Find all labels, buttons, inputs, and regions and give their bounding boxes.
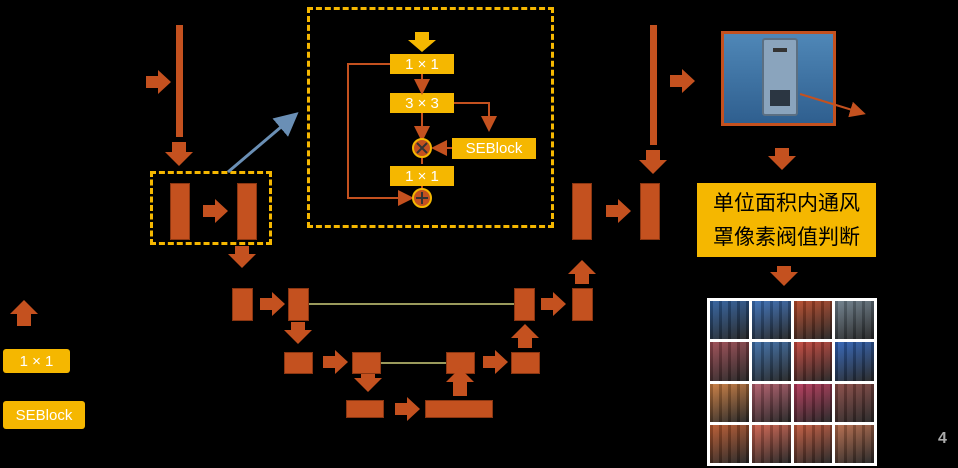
conv3x3-box: 3 × 3: [390, 93, 454, 113]
output-feature-bar: [650, 25, 657, 145]
legend-up-arrow: [10, 300, 38, 326]
threshold-decision-box: 单位面积内通风 罩像素阀值判断: [697, 183, 876, 257]
arrow-down-output: [639, 150, 667, 174]
arrow-right-enc3: [323, 350, 348, 374]
input-feature-bar: [176, 25, 183, 137]
result-thumbnail: [793, 424, 833, 463]
decoder-block-2b: [572, 288, 593, 321]
result-thumbnail: [710, 342, 749, 381]
result-thumbnail: [751, 342, 791, 381]
result-thumbnail: [835, 342, 874, 381]
se-conv3-branch: [454, 102, 497, 132]
se-input-arrow: [408, 32, 436, 52]
decision-line-1: 单位面积内通风: [713, 191, 860, 215]
result-thumbnail: [751, 383, 791, 422]
decision-line-2: 罩像素阀值判断: [713, 225, 860, 249]
result-thumbnail: [710, 383, 749, 422]
detection-results-grid: [707, 298, 877, 466]
arrow-right-res: [203, 199, 228, 223]
encoder-block-3a: [284, 352, 313, 374]
conv1x1-top-box: 1 × 1: [390, 54, 454, 74]
arrow-right-input: [146, 70, 171, 94]
arrow-down-decision: [770, 266, 798, 286]
arrow-up-bottleneck: [446, 368, 474, 396]
arrow-up-dec2: [568, 260, 596, 284]
decoder-block-1a: [572, 183, 592, 240]
zoom-callout-arrow: [227, 112, 299, 174]
se-block-detail-frame: [307, 7, 554, 228]
arrow-down-res: [228, 246, 256, 268]
seblock-box: SEBlock: [452, 138, 536, 159]
result-thumbnail: [793, 383, 833, 422]
arrow-down-input: [165, 142, 193, 166]
se-multiply-node: [412, 138, 432, 158]
result-thumbnail: [751, 424, 791, 463]
result-thumbnail: [835, 301, 874, 340]
arrow-right-enc2: [260, 292, 285, 316]
arrow-right-dec1: [606, 199, 631, 223]
result-thumbnail: [793, 301, 833, 340]
residual-block-highlight: [150, 171, 272, 245]
encoder-block-1a: [170, 183, 190, 240]
result-thumbnail: [710, 424, 749, 463]
decoder-block-3b: [511, 352, 540, 374]
bottleneck-block-b: [425, 400, 493, 418]
legend-conv1x1: 1 × 1: [3, 349, 70, 373]
arrow-right-dec2: [541, 292, 566, 316]
decoder-block-1b: [640, 183, 660, 240]
result-thumbnail: [751, 301, 791, 340]
vent-cover-slot: [773, 48, 787, 52]
result-thumbnail: [835, 424, 874, 463]
arrow-right-dec3: [483, 350, 508, 374]
bottleneck-block-a: [346, 400, 384, 418]
vent-cover-grille: [770, 90, 790, 106]
vent-cover-shape: [762, 38, 798, 116]
result-thumbnail: [835, 383, 874, 422]
result-thumbnail: [710, 301, 749, 340]
photo-pointer-arrow: [799, 93, 866, 118]
encoder-block-1b: [237, 183, 257, 240]
result-thumbnail: [793, 342, 833, 381]
container-vent-photo: [721, 31, 836, 126]
se-add-node: [412, 188, 432, 208]
arrow-up-dec3: [511, 324, 539, 348]
se-residual-path: [347, 63, 414, 206]
encoder-block-2b: [288, 288, 309, 321]
decoder-block-2a: [514, 288, 535, 321]
legend-seblock: SEBlock: [3, 401, 85, 429]
arrow-right-bottom: [395, 397, 420, 421]
arrow-down-photo: [768, 148, 796, 170]
conv1x1-bottom-box: 1 × 1: [390, 166, 454, 186]
page-number: 4: [938, 430, 947, 447]
arrow-down-enc3: [354, 374, 382, 392]
arrow-down-enc2: [284, 322, 312, 344]
encoder-block-2a: [232, 288, 253, 321]
encoder-block-3b: [352, 352, 381, 374]
arrow-right-photo: [670, 69, 695, 93]
